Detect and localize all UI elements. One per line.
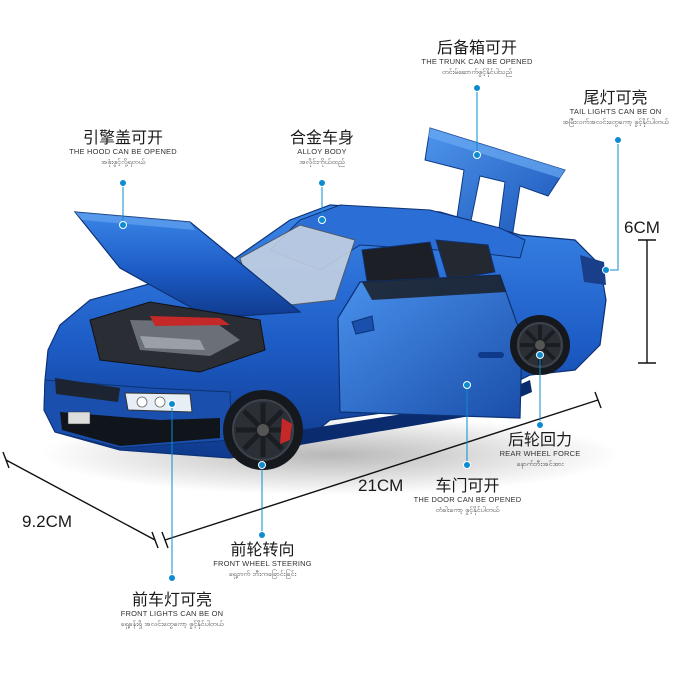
callout-front-lights	[168, 400, 176, 582]
callout-door	[463, 381, 471, 469]
label-trunk-en: THE TRUNK CAN BE OPENED	[421, 57, 533, 66]
callout-hood	[119, 179, 127, 229]
label-front-wheel-cn: 前轮转向	[230, 540, 295, 559]
label-rear-wheel: 后轮回力 REAR WHEEL FORCE နောက်ဘီးအင်အား	[490, 431, 590, 469]
engine-bay	[89, 301, 266, 373]
label-door-cn: 车门可开	[435, 476, 500, 495]
label-trunk-my: တင်းမ်ဆောက်ဖွင့်နိုင်ပါသည်	[441, 68, 513, 76]
callout-rear-wheel	[536, 351, 544, 429]
label-front-lights-en: FRONT LIGHTS CAN BE ON	[120, 609, 224, 618]
label-door-en: THE DOOR CAN BE OPENED	[413, 495, 522, 504]
label-rear-wheel-cn: 后轮回力	[507, 430, 572, 449]
label-rear-wheel-my: နောက်ဘီးအင်အား	[516, 460, 564, 468]
label-body: 合金车身 ALLOY BODY အလိုင်းကိုယ်ထည်	[272, 129, 372, 167]
side-mirror	[351, 315, 375, 335]
label-rear-wheel-en: REAR WHEEL FORCE	[499, 449, 581, 458]
label-front-wheel-en: FRONT WHEEL STEERING	[213, 559, 312, 568]
label-front-wheel-my: ရှေ့ဘက် ဘီးကခြောင်းခြင်း	[228, 570, 297, 578]
callout-tail-lights	[602, 136, 622, 274]
label-body-my: အလိုင်းကိုယ်ထည်	[299, 158, 345, 166]
callout-trunk	[473, 84, 481, 159]
label-body-en: ALLOY BODY	[297, 147, 347, 156]
dimension-width-label: 9.2CM	[22, 512, 73, 531]
dimension-height-label: 6CM	[624, 218, 660, 237]
label-hood: 引擎盖可开 THE HOOD CAN BE OPENED အဖုံးဖွင့်လ…	[58, 129, 188, 167]
label-front-lights-my: ရှေ့ခန်းရှိ အလင်းတွေကော့ ဖွင့်နိုင်ပါတယ်	[120, 620, 224, 628]
label-tail-lights-en: TAIL LIGHTS CAN BE ON	[569, 107, 662, 116]
callout-body	[318, 179, 326, 224]
rear-spoiler	[424, 127, 566, 239]
label-front-lights-cn: 前车灯可亮	[131, 590, 212, 609]
label-hood-en: THE HOOD CAN BE OPENED	[69, 147, 177, 156]
label-front-lights: 前车灯可亮 FRONT LIGHTS CAN BE ON ရှေ့ခန်းရှိ…	[102, 591, 242, 629]
callout-front-wheel	[258, 461, 266, 539]
open-hood	[73, 211, 302, 319]
label-tail-lights-my: အမြီးလက်အလင်းတွေကော့ ဖွင့်နိုင်ပါတယ်	[562, 118, 669, 126]
label-hood-my: အဖုံးဖွင့်လို့ရတယ်	[100, 158, 146, 166]
dimension-height	[638, 239, 656, 364]
label-tail-lights: 尾灯可亮 TAIL LIGHTS CAN BE ON အမြီးလက်အလင်း…	[553, 89, 678, 127]
label-front-wheel: 前轮转向 FRONT WHEEL STEERING ရှေ့ဘက် ဘီးကခြ…	[205, 541, 320, 579]
dimension-width	[2, 451, 159, 549]
label-door-my: တံခါးကော့ ဖွင့်နိုင်ပါတယ်	[435, 506, 500, 514]
label-trunk: 后备箱可开 THE TRUNK CAN BE OPENED တင်းမ်ဆောက…	[417, 39, 537, 77]
open-door	[337, 274, 523, 419]
dimension-length	[161, 391, 602, 549]
front-wheel	[223, 390, 303, 470]
label-tail-lights-cn: 尾灯可亮	[583, 88, 648, 107]
label-body-cn: 合金车身	[289, 128, 354, 147]
dimension-length-label: 21CM	[358, 476, 404, 495]
rear-wheel	[510, 315, 570, 375]
label-trunk-cn: 后备箱可开	[436, 38, 517, 57]
label-hood-cn: 引擎盖可开	[82, 128, 163, 147]
label-door: 车门可开 THE DOOR CAN BE OPENED တံခါးကော့ ဖွ…	[405, 477, 530, 515]
